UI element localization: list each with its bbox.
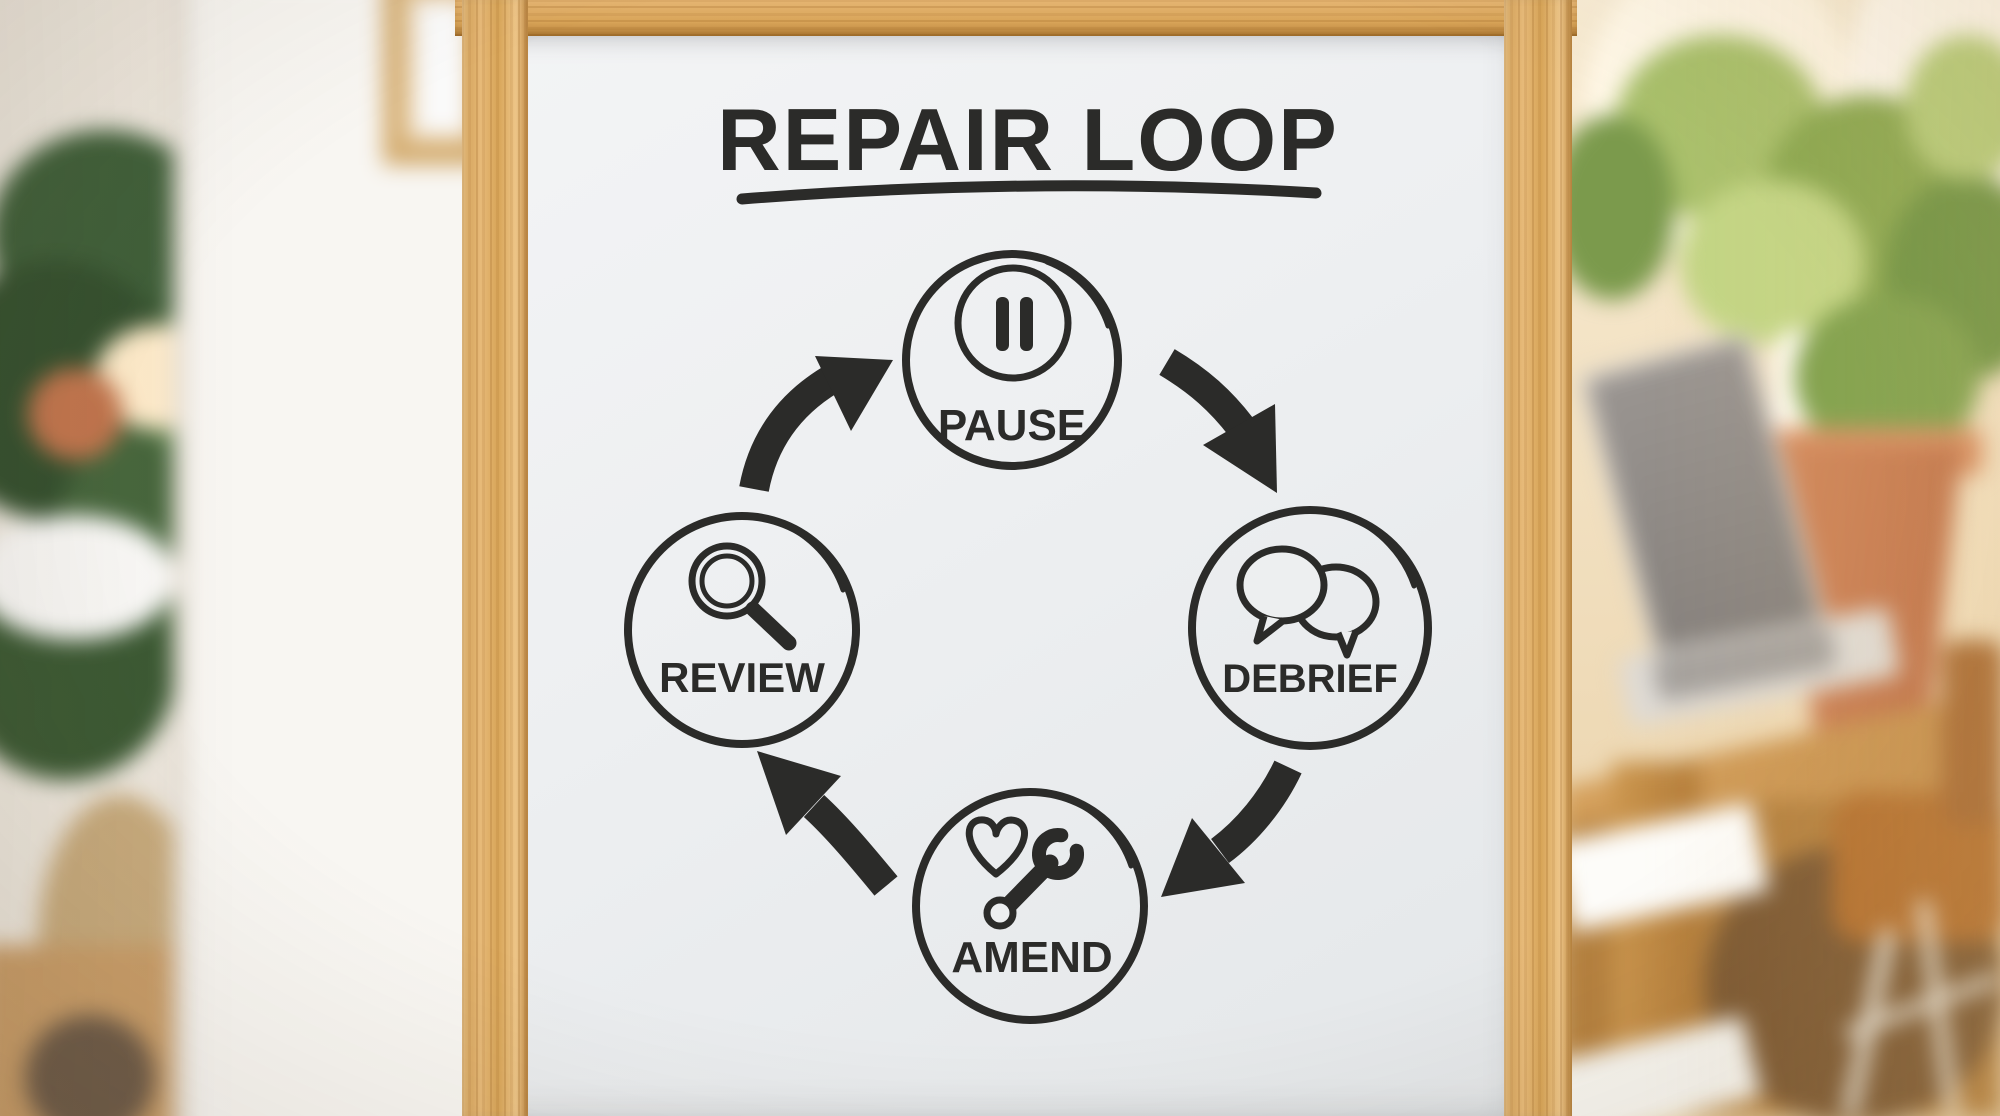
foliage <box>1905 35 2000 180</box>
node-review: REVIEW <box>624 512 860 748</box>
easel-leg-right <box>1504 0 1572 1116</box>
white-shelf <box>0 515 175 640</box>
floor-shadow <box>25 1015 155 1116</box>
diagram-title: REPAIR LOOP <box>717 90 1339 189</box>
arrow-amend-to-review <box>757 751 898 896</box>
chair-back <box>1942 640 2000 825</box>
node-label-pause: PAUSE <box>938 401 1086 450</box>
terracotta-pot-small <box>28 368 123 460</box>
heart-and-wrench-icon <box>965 816 1084 930</box>
arrow-debrief-to-amend <box>1161 760 1302 897</box>
easel-top-bar <box>455 0 1577 36</box>
title-underline <box>736 180 1322 205</box>
white-wall <box>186 0 470 1116</box>
easel-leg-left <box>462 0 528 1116</box>
foliage <box>1560 115 1675 300</box>
node-debrief: DEBRIEF <box>1188 506 1432 750</box>
speech-bubbles-icon <box>1236 545 1380 659</box>
node-amend: AMEND <box>912 788 1148 1024</box>
node-pause: PAUSE <box>902 250 1122 470</box>
door-frame-edge <box>173 0 188 1116</box>
background-left-room <box>0 0 470 1116</box>
node-label-review: REVIEW <box>659 654 825 701</box>
node-label-amend: AMEND <box>951 933 1112 982</box>
whiteboard <box>498 33 1512 1116</box>
magnifying-glass-icon <box>688 542 797 651</box>
pause-icon <box>954 264 1072 382</box>
node-label-debrief: DEBRIEF <box>1222 657 1398 701</box>
arrow-review-to-pause <box>739 356 893 493</box>
arrow-pause-to-debrief <box>1159 349 1277 493</box>
background-right-room <box>1560 0 2000 1116</box>
